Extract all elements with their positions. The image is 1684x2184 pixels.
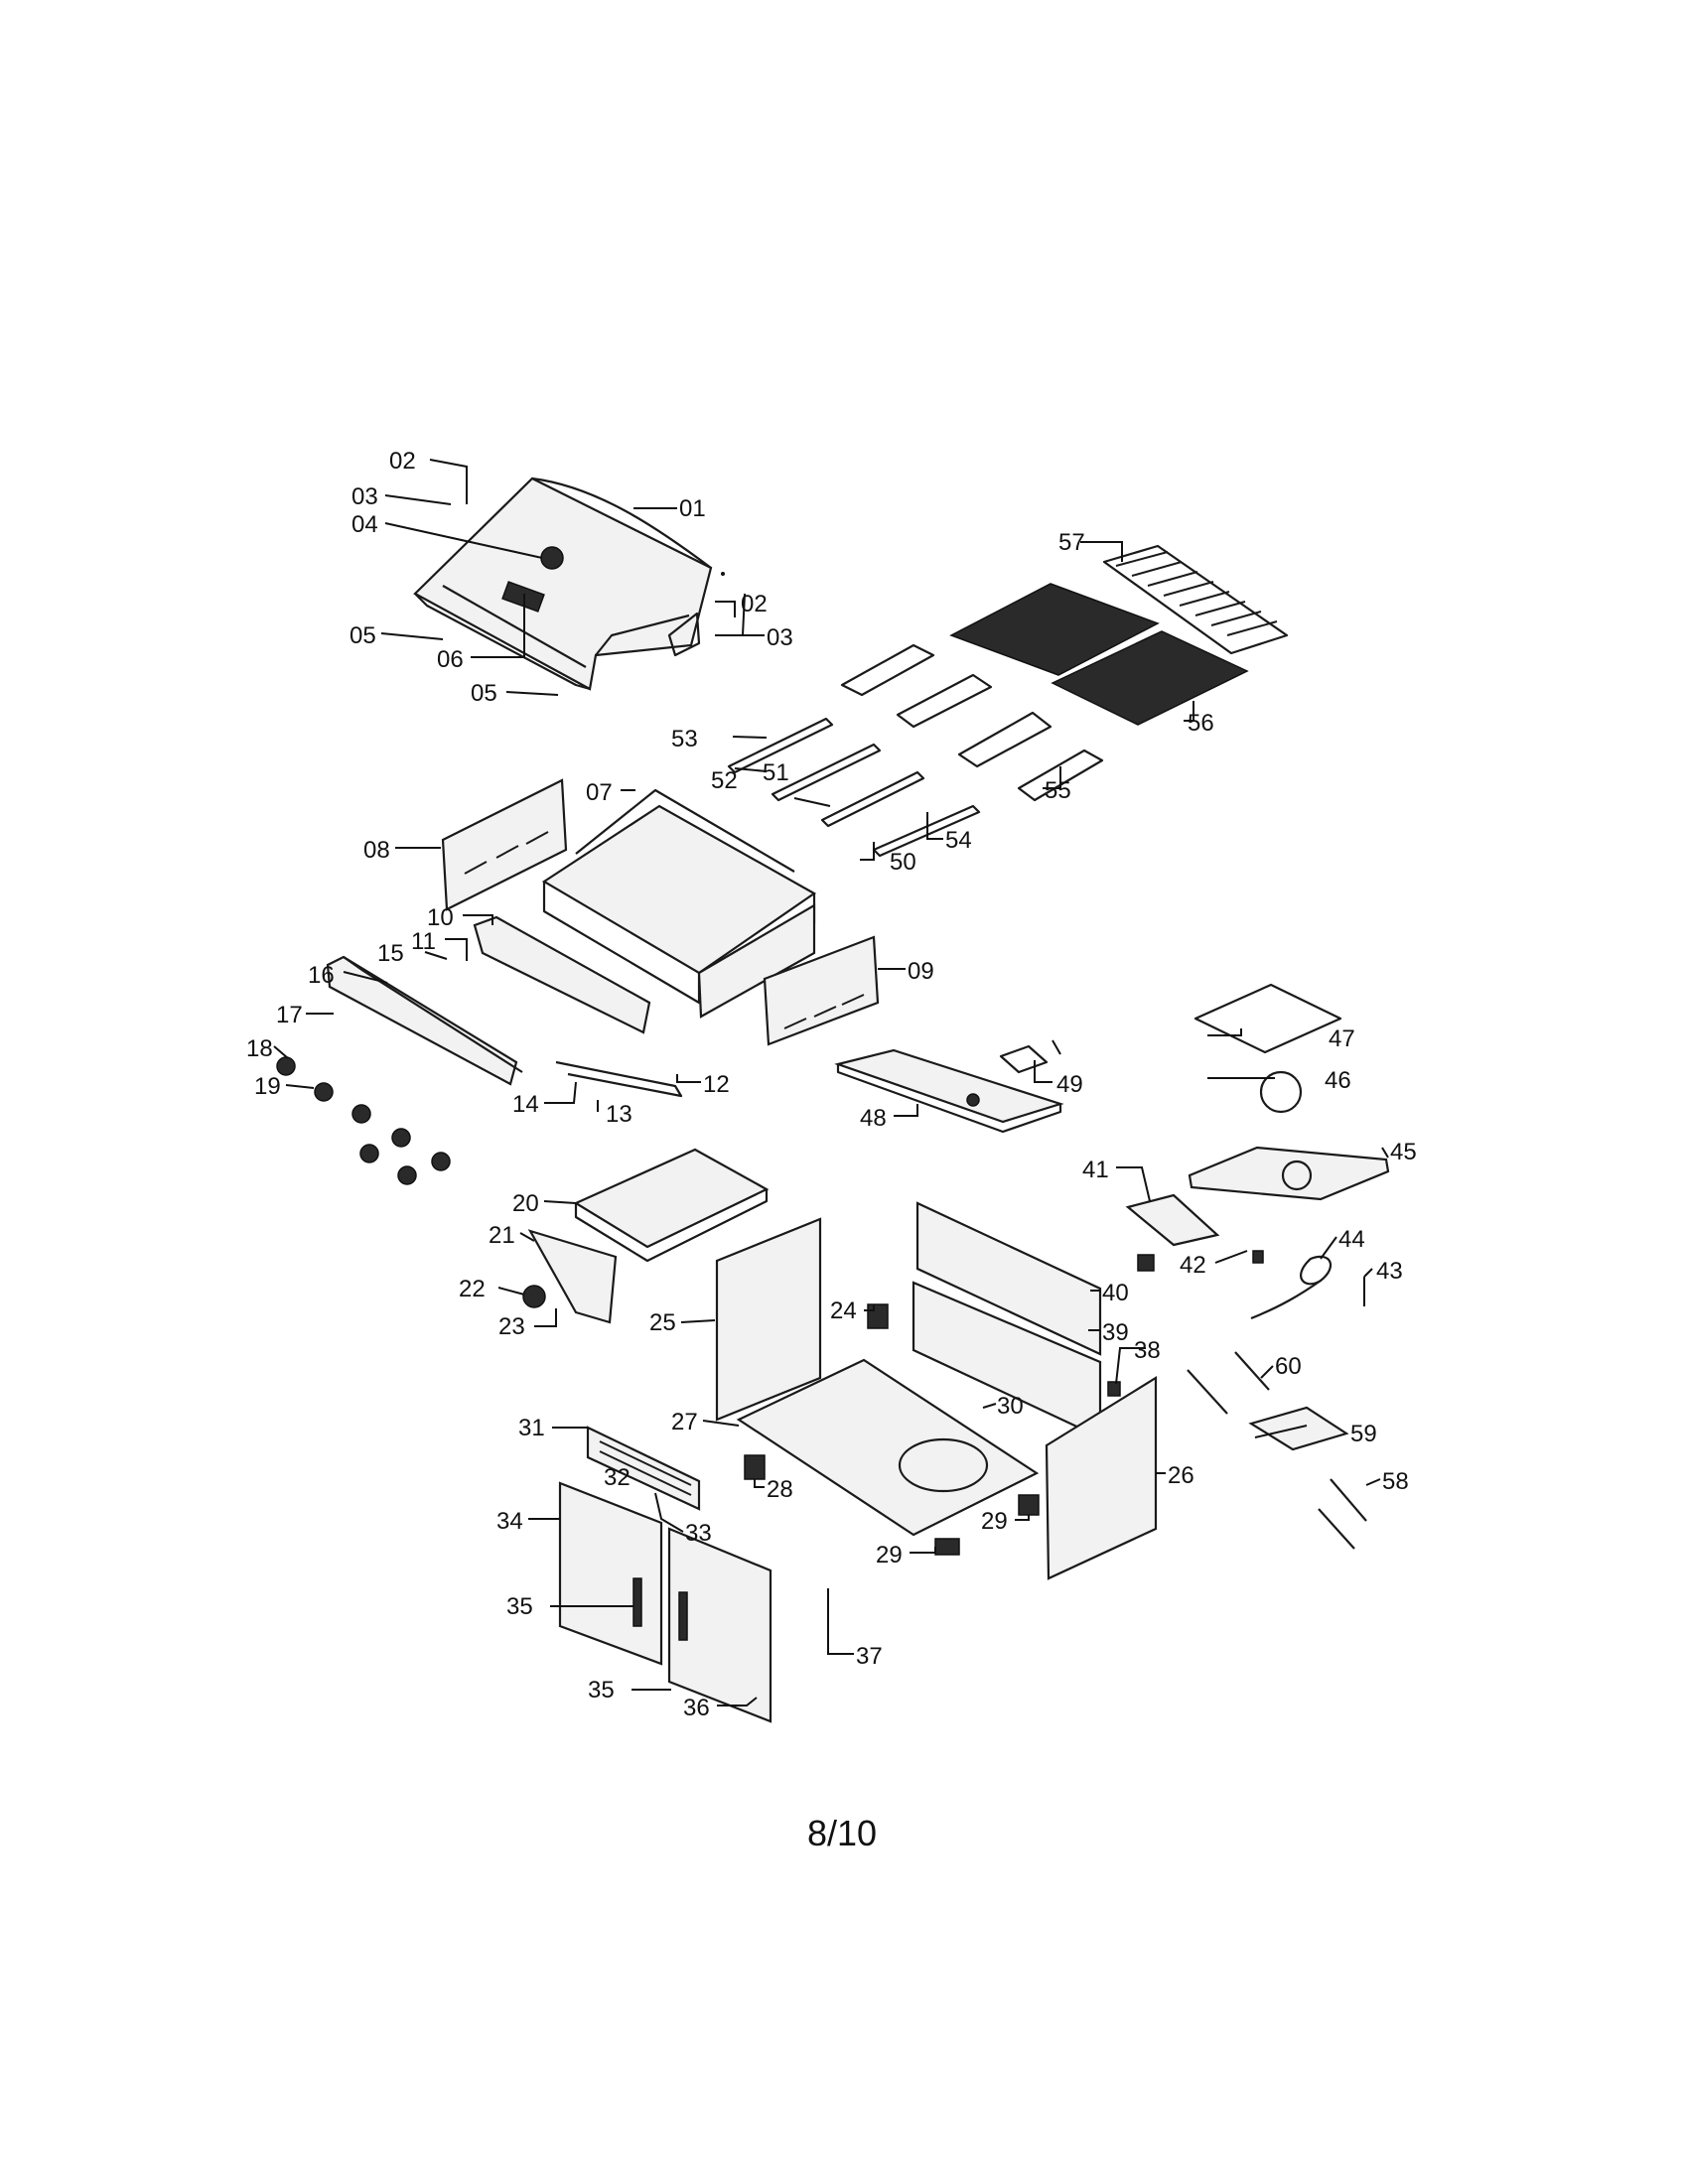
callout-53: 53 bbox=[671, 726, 698, 752]
callout-34: 34 bbox=[496, 1508, 523, 1535]
callout-19: 19 bbox=[254, 1073, 281, 1100]
callout-39: 39 bbox=[1102, 1319, 1129, 1346]
callout-58: 58 bbox=[1382, 1468, 1409, 1495]
callout-42: 42 bbox=[1180, 1252, 1206, 1279]
callout-22: 22 bbox=[459, 1276, 486, 1302]
callout-05-left: 05 bbox=[350, 622, 376, 649]
callout-01: 01 bbox=[679, 495, 706, 522]
callout-12: 12 bbox=[703, 1071, 730, 1098]
callout-46: 46 bbox=[1325, 1067, 1351, 1094]
callout-04: 04 bbox=[351, 511, 378, 538]
cooking-grates bbox=[949, 544, 1289, 726]
callout-03-top: 03 bbox=[351, 483, 378, 510]
callout-29-right: 29 bbox=[981, 1508, 1008, 1535]
callout-45: 45 bbox=[1390, 1139, 1417, 1165]
callout-57: 57 bbox=[1058, 529, 1085, 556]
callout-35-upper: 35 bbox=[506, 1593, 533, 1620]
callout-06: 06 bbox=[437, 646, 464, 673]
callout-08: 08 bbox=[363, 837, 390, 864]
callout-24: 24 bbox=[830, 1297, 857, 1324]
callout-30: 30 bbox=[997, 1393, 1024, 1420]
callout-17: 17 bbox=[276, 1002, 303, 1028]
heat-tents bbox=[727, 643, 1104, 858]
control-panel bbox=[276, 915, 683, 1185]
callout-09: 09 bbox=[908, 958, 934, 985]
drip-tray bbox=[834, 1044, 1064, 1134]
callout-03-right: 03 bbox=[767, 624, 793, 651]
callout-55: 55 bbox=[1045, 777, 1071, 804]
control-knobs bbox=[276, 1056, 451, 1185]
callout-02-top: 02 bbox=[389, 448, 416, 475]
callout-40: 40 bbox=[1102, 1280, 1129, 1306]
callout-54: 54 bbox=[945, 827, 972, 854]
callout-35-lower: 35 bbox=[588, 1677, 615, 1704]
callout-47: 47 bbox=[1329, 1025, 1355, 1052]
callout-60: 60 bbox=[1275, 1353, 1302, 1380]
callout-38: 38 bbox=[1134, 1337, 1161, 1364]
callout-59: 59 bbox=[1350, 1421, 1377, 1447]
callout-49: 49 bbox=[1056, 1071, 1083, 1098]
callout-31: 31 bbox=[518, 1415, 545, 1441]
callout-32: 32 bbox=[604, 1464, 631, 1491]
callout-33: 33 bbox=[685, 1520, 712, 1547]
cart-assembly bbox=[522, 1148, 1158, 1723]
callout-15: 15 bbox=[377, 940, 404, 967]
callout-29-left: 29 bbox=[876, 1542, 903, 1569]
callout-05-bottom: 05 bbox=[471, 680, 497, 707]
callout-11: 11 bbox=[411, 928, 436, 955]
callout-52: 52 bbox=[711, 767, 738, 794]
page-number: 8/10 bbox=[806, 1813, 878, 1853]
callout-labels: 01 02 02 03 03 04 05 05 06 07 08 09 10 1… bbox=[246, 448, 1417, 1721]
callout-56: 56 bbox=[1188, 710, 1214, 737]
callout-23: 23 bbox=[498, 1313, 525, 1340]
firebox bbox=[441, 778, 880, 1046]
callout-20: 20 bbox=[512, 1190, 539, 1217]
callout-18: 18 bbox=[246, 1035, 273, 1062]
lid-assembly bbox=[413, 477, 725, 691]
side-burner bbox=[1125, 983, 1390, 1320]
leader-lines bbox=[273, 459, 1389, 1706]
callout-21: 21 bbox=[489, 1222, 515, 1249]
callout-14: 14 bbox=[512, 1091, 539, 1118]
callout-43: 43 bbox=[1376, 1258, 1403, 1285]
callout-10: 10 bbox=[427, 904, 454, 931]
callout-25: 25 bbox=[649, 1309, 676, 1336]
callout-07: 07 bbox=[586, 779, 613, 806]
callout-28: 28 bbox=[767, 1476, 793, 1503]
callout-44: 44 bbox=[1338, 1226, 1365, 1253]
callout-13: 13 bbox=[606, 1101, 632, 1128]
hardware bbox=[1187, 1351, 1367, 1550]
callout-50: 50 bbox=[890, 849, 916, 876]
callout-51: 51 bbox=[763, 759, 789, 786]
callout-41: 41 bbox=[1082, 1157, 1109, 1183]
callout-26: 26 bbox=[1168, 1462, 1194, 1489]
callout-37: 37 bbox=[856, 1643, 883, 1670]
callout-48: 48 bbox=[860, 1105, 887, 1132]
callout-02-right: 02 bbox=[741, 591, 768, 617]
callout-27: 27 bbox=[671, 1409, 698, 1435]
callout-16: 16 bbox=[308, 962, 335, 989]
callout-36: 36 bbox=[683, 1695, 710, 1721]
